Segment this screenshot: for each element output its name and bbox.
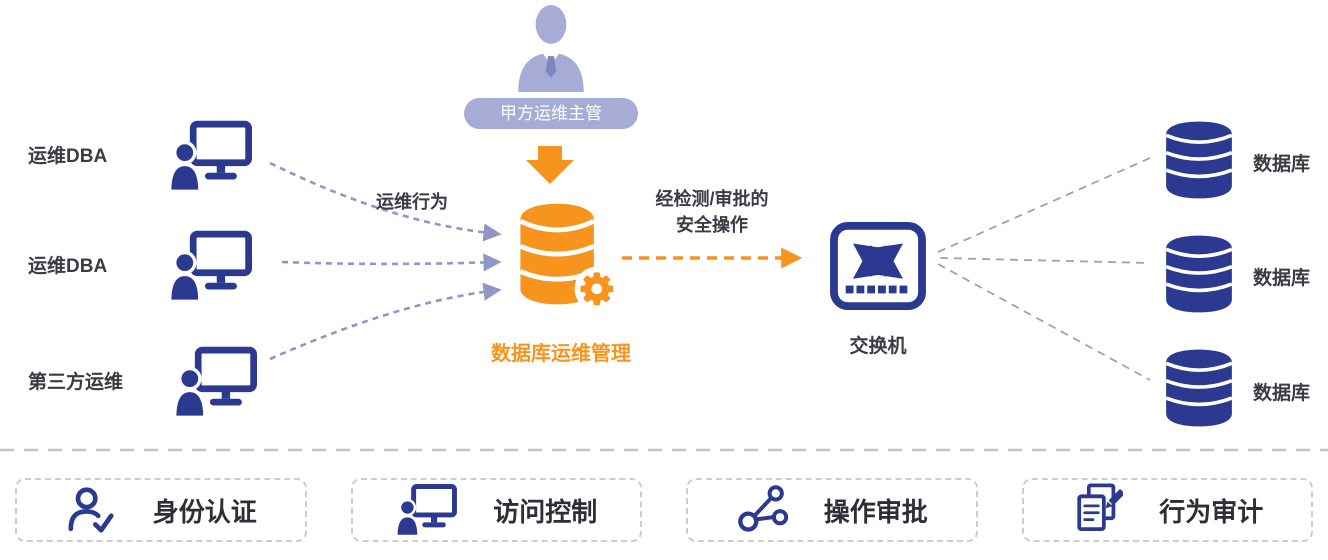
network-switch-icon xyxy=(829,221,927,311)
approved-flow-label: 经检测/审批的 安全操作 xyxy=(602,186,822,238)
database-label-1: 数据库 xyxy=(1253,154,1311,175)
feature-label-identity: 身份认证 xyxy=(152,496,257,527)
down-arrow-icon xyxy=(526,146,574,184)
workstation-user-icon xyxy=(172,346,257,419)
ops-behavior-label: 运维行为 xyxy=(376,192,448,212)
audit-docs-icon xyxy=(1071,482,1125,538)
database-icon xyxy=(1155,118,1243,202)
database-icon xyxy=(1155,232,1243,316)
feature-label-approval: 操作审批 xyxy=(823,496,928,527)
switch-db-link-1 xyxy=(937,157,1151,253)
feature-box-identity: 身份认证 xyxy=(15,478,307,542)
switch-label: 交换机 xyxy=(849,336,907,357)
workstation-user-icon xyxy=(167,230,252,303)
operator-label-1: 运维DBA xyxy=(28,146,108,167)
feature-box-approval: 操作审批 xyxy=(686,478,978,542)
access-control-icon xyxy=(395,484,458,538)
workstation-user-icon xyxy=(167,120,252,193)
ops-arrow-2 xyxy=(281,253,502,272)
approved-flow-line1: 经检测/审批的 xyxy=(655,189,769,209)
operator-label-2: 运维DBA xyxy=(28,256,108,277)
switch-db-link-3 xyxy=(937,263,1151,381)
approved-flow-line2: 安全操作 xyxy=(676,215,748,235)
database-label-3: 数据库 xyxy=(1253,383,1311,404)
switch-db-link-2 xyxy=(939,257,1151,264)
feature-box-audit: 行为审计 xyxy=(1021,478,1313,542)
feature-label-audit: 行为审计 xyxy=(1159,496,1264,527)
feature-strip: 身份认证 访问控制 xyxy=(15,478,1313,542)
supervisor-label: 甲方运维主管 xyxy=(464,98,638,129)
identity-check-icon xyxy=(65,484,117,536)
database-icon xyxy=(1155,346,1243,430)
feature-label-access: 访问控制 xyxy=(493,496,598,527)
person-suit-icon xyxy=(514,4,588,92)
database-gear-icon xyxy=(503,198,619,314)
center-system-label: 数据库运维管理 xyxy=(491,343,631,365)
approval-flow-icon xyxy=(736,484,788,536)
feature-box-access: 访问控制 xyxy=(350,478,642,542)
operator-label-3: 第三方运维 xyxy=(28,372,124,393)
database-label-2: 数据库 xyxy=(1253,268,1311,289)
